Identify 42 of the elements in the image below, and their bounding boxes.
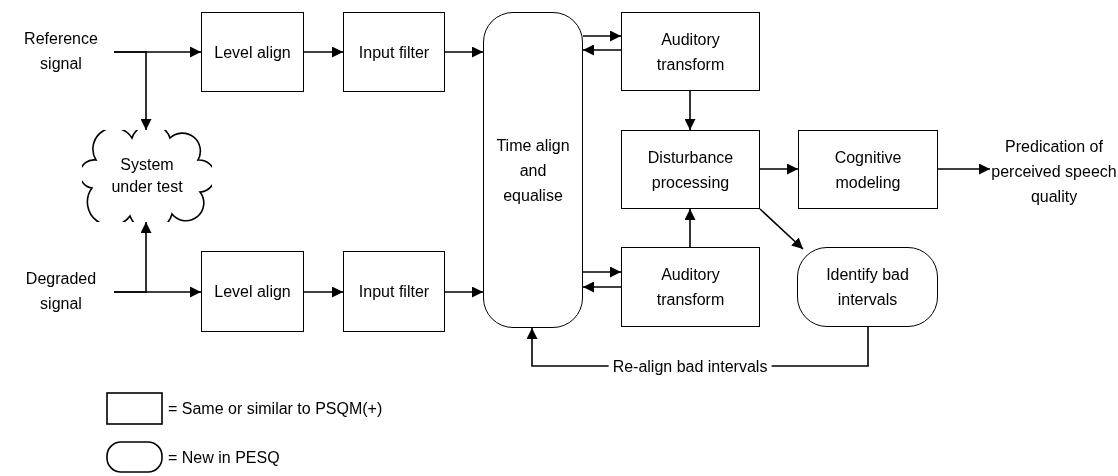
arrow <box>759 163 799 175</box>
node-label: Level align <box>214 282 291 302</box>
signal-label: Degraded signal <box>8 264 114 318</box>
node-label: Cognitive modeling <box>833 147 903 193</box>
node-label: Disturbance processing <box>646 147 735 193</box>
node-label: Auditory transform <box>655 29 726 75</box>
arrow <box>759 208 804 250</box>
arrow <box>113 51 152 131</box>
arrow <box>113 221 152 293</box>
arrow <box>582 281 622 293</box>
process-box <box>621 247 760 327</box>
process-box <box>621 12 760 91</box>
legend-label: = Same or similar to PSQM(+) <box>168 399 383 419</box>
arrow <box>582 44 622 56</box>
cloud-shape <box>82 130 212 222</box>
node-label: Time align and equalise <box>495 135 571 206</box>
arrow <box>444 286 484 298</box>
signal-label: Reference signal <box>8 24 114 78</box>
node-label: Input filter <box>358 282 430 302</box>
process-box <box>343 251 445 332</box>
node-label: Input filter <box>358 42 430 63</box>
arrow <box>582 30 622 42</box>
process-box <box>798 130 938 209</box>
signal-label: Predication of perceived speech quality <box>990 118 1118 224</box>
node-label: Identify bad intervals <box>825 265 910 310</box>
arrow <box>303 286 344 298</box>
rounded-process-box <box>797 247 938 327</box>
arrow <box>582 266 622 278</box>
rounded-process-box <box>483 12 583 328</box>
arrow <box>684 90 696 131</box>
node-label: Level align <box>214 42 291 63</box>
node-label: Auditory transform <box>655 265 726 310</box>
process-box <box>621 130 760 209</box>
arrow <box>937 163 991 175</box>
process-box <box>343 12 445 92</box>
process-box <box>201 251 304 332</box>
legend-label: = New in PESQ <box>168 448 280 468</box>
arrow <box>444 46 484 58</box>
node-label: System under test <box>110 155 184 197</box>
arrow <box>684 208 696 248</box>
process-box <box>201 12 304 92</box>
arrow <box>303 46 344 58</box>
